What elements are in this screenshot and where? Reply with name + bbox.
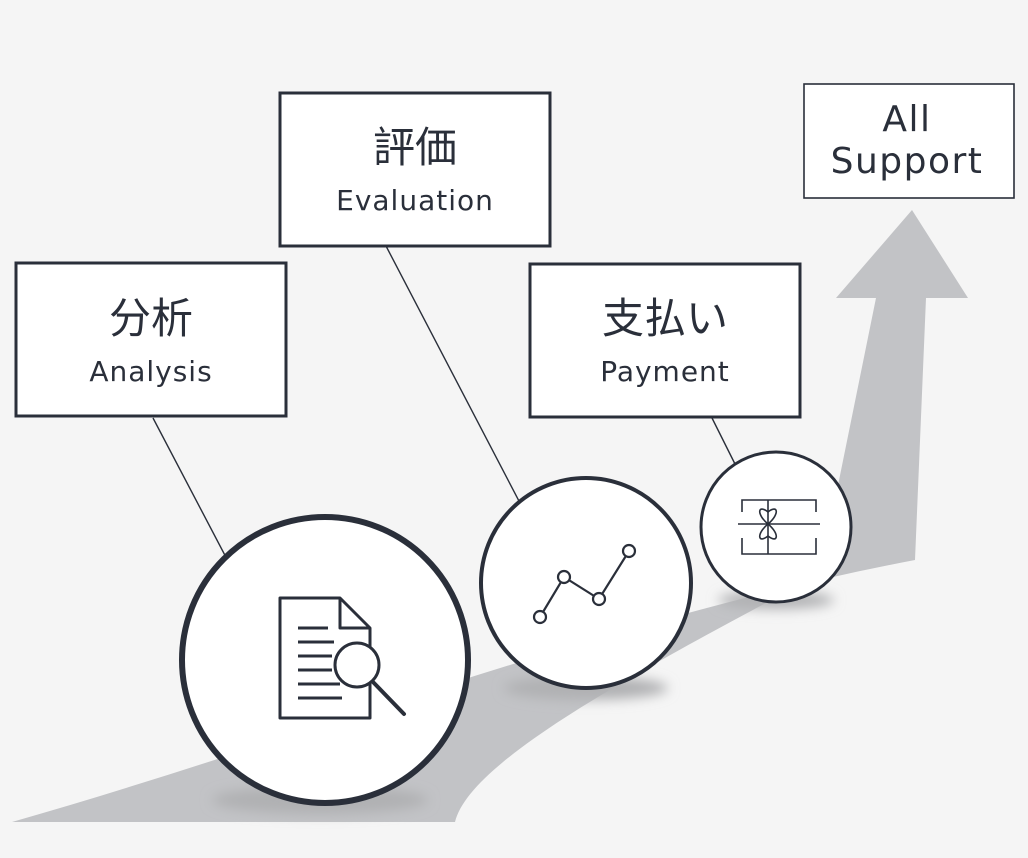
evaluation-title-ja: 評価 (373, 123, 457, 172)
all-support-line2: Support (831, 141, 984, 182)
gift-voucher-icon (738, 499, 820, 555)
all-support-box: All Support (803, 83, 1015, 199)
payment-title-en: Payment (600, 355, 730, 388)
rising-arrow (12, 210, 968, 822)
all-support-line1: All (882, 99, 931, 140)
line-chart-icon (532, 543, 637, 625)
document-search-icon (278, 596, 406, 720)
payment-title-ja: 支払い (602, 294, 728, 343)
evaluation-connector (385, 245, 532, 526)
evaluation-title-en: Evaluation (336, 184, 494, 217)
payment-box: 支払い Payment (528, 262, 802, 419)
analysis-title-en: Analysis (89, 355, 212, 388)
evaluation-box: 評価 Evaluation (278, 91, 552, 248)
analysis-circle (179, 514, 471, 806)
analysis-box: 分析 Analysis (14, 261, 288, 418)
evaluation-circle (479, 476, 693, 690)
payment-circle (699, 450, 853, 604)
analysis-title-ja: 分析 (109, 294, 193, 343)
